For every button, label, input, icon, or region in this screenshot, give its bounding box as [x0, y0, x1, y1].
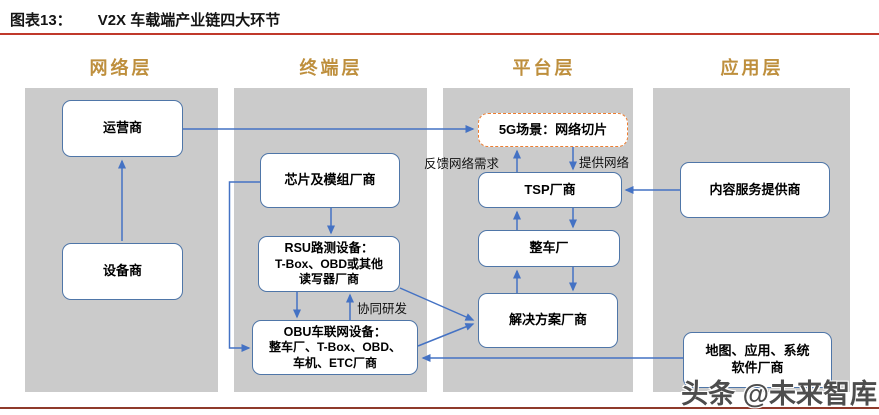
node-device-vendor-label: 设备商	[102, 263, 142, 279]
bottom-rule	[0, 407, 879, 409]
node-chip-module-label: 芯片及模组厂商	[284, 172, 376, 188]
layer-header-terminal: 终端层	[299, 58, 363, 78]
node-mapsw-line1: 地图、应用、系统	[705, 343, 810, 359]
figure-title: V2X 车载端产业链四大环节	[97, 12, 281, 29]
node-device-vendor: 设备商	[62, 243, 183, 300]
layer-header-network: 网络层	[89, 58, 153, 78]
node-solution-label: 解决方案厂商	[508, 312, 587, 328]
node-mapsw-line2: 软件厂商	[731, 360, 784, 375]
node-content-service-provider: 内容服务提供商	[680, 162, 830, 218]
node-obu-iov-equipment: OBU车联网设备： 整车厂、T-Box、OBD、 车机、ETC厂商	[252, 320, 418, 375]
node-obu-line2: 整车厂、T-Box、OBD、	[268, 340, 401, 355]
edge-label-feedback-network-demand: 反馈网络需求	[424, 157, 500, 171]
node-obu-title: OBU车联网设备：	[283, 324, 387, 339]
node-tsp-vendor: TSP厂商	[478, 172, 622, 208]
node-oem-label: 整车厂	[529, 240, 569, 256]
node-5g-network-slice: 5G场景：网络切片	[478, 113, 628, 147]
layer-header-application: 应用层	[720, 58, 784, 78]
node-5g-slice-label: 5G场景：网络切片	[498, 121, 608, 137]
layer-header-platform: 平台层	[512, 58, 576, 78]
figure-number-label: 图表13：	[10, 12, 72, 29]
figure-title-row: 图表13： V2X 车载端产业链四大环节	[10, 9, 280, 30]
node-solution-vendor: 解决方案厂商	[478, 293, 618, 348]
node-rsu-line3: 读写器厂商	[298, 272, 359, 287]
node-operator: 运营商	[62, 100, 183, 157]
node-oem: 整车厂	[478, 230, 620, 267]
node-chip-module-vendor: 芯片及模组厂商	[260, 153, 400, 208]
node-rsu-roadside-equipment: RSU路测设备： T-Box、OBD或其他 读写器厂商	[258, 236, 400, 292]
toutiao-watermark: 头条 @未来智库	[681, 379, 877, 409]
node-tsp-label: TSP厂商	[524, 181, 576, 197]
title-underline-rule	[0, 33, 879, 35]
node-rsu-title: RSU路测设备：	[284, 241, 374, 256]
node-obu-line3: 车机、ETC厂商	[292, 355, 377, 370]
node-rsu-line2: T-Box、OBD或其他	[274, 256, 383, 271]
node-map-app-system-software-vendor: 地图、应用、系统 软件厂商	[683, 332, 832, 388]
node-operator-label: 运营商	[102, 120, 142, 136]
edge-label-collaborative-rd: 协同研发	[357, 302, 408, 316]
edge-label-provide-network: 提供网络	[579, 156, 630, 170]
node-content-label: 内容服务提供商	[709, 181, 801, 197]
